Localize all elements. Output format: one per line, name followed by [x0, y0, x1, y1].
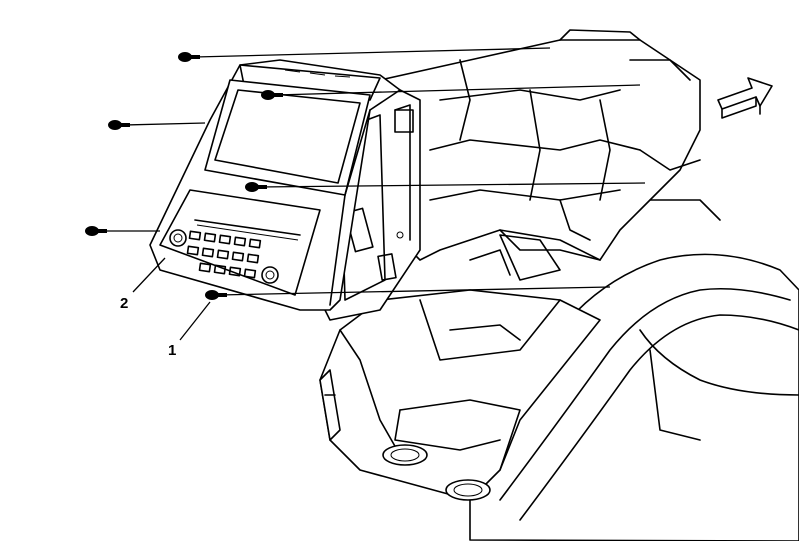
- screw-icon: [85, 226, 107, 236]
- instrument-panel-carrier: [319, 29, 799, 541]
- radio-assembly: [149, 59, 401, 311]
- radio-button-row: [186, 230, 262, 279]
- screw-icon: [245, 182, 267, 192]
- radio-fasteners: [85, 47, 646, 300]
- callout-1-label: 1: [168, 342, 176, 359]
- screw-icon: [178, 52, 200, 62]
- callout-2-label: 2: [120, 295, 128, 312]
- callout-2-leader: [132, 257, 166, 293]
- volume-knob: [169, 229, 187, 247]
- screw-icon: [205, 290, 227, 300]
- callout-1-leader: [179, 301, 211, 341]
- tune-knob: [261, 266, 279, 284]
- screw-icon: [261, 90, 283, 100]
- screw-icon: [108, 120, 130, 130]
- direction-arrow-icon: [717, 77, 773, 119]
